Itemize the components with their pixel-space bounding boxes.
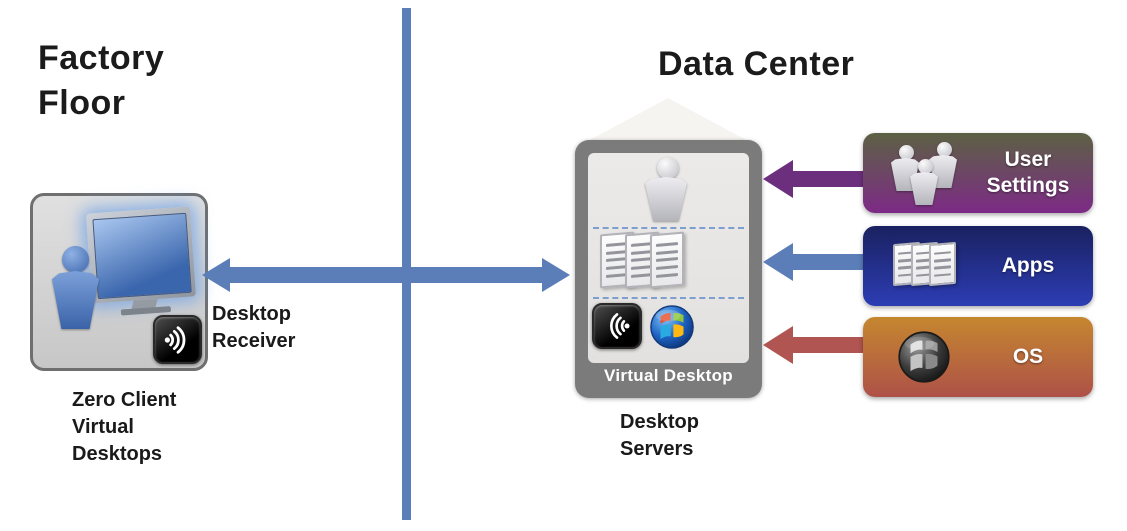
monitor-screen (92, 212, 192, 300)
document-icon (650, 231, 684, 289)
user-settings-box: User Settings (863, 133, 1093, 213)
windows-logo-icon (863, 317, 981, 397)
arrow-shaft (791, 171, 868, 187)
apps-box: Apps (863, 226, 1093, 306)
signal-waves-left-icon (610, 313, 630, 339)
users-group-icon (863, 133, 981, 213)
user-icon-body (645, 177, 687, 221)
document-icon (929, 241, 956, 287)
monitor-icon (85, 206, 197, 316)
arrow-shaft (791, 337, 868, 353)
virtual-desktop-label: Virtual Desktop (604, 366, 733, 385)
virtual-desktop-box: Virtual Desktop (575, 140, 762, 398)
layer-divider-top (593, 227, 744, 229)
apps-arrow (763, 243, 868, 281)
user-settings-arrow (763, 160, 868, 198)
arrow-shaft (791, 254, 868, 270)
virtual-desktop-panel (588, 153, 749, 363)
os-label: OS (1012, 345, 1044, 368)
user-settings-label: User Settings (986, 148, 1070, 197)
windows-logo-mono-icon (897, 330, 951, 389)
user-layer-icon (645, 157, 691, 221)
arrowhead-left (202, 258, 230, 292)
receiver-signal-icon (153, 315, 202, 364)
user-icon-head (657, 157, 679, 179)
arrowhead-left (763, 160, 793, 198)
desktop-servers-label: Desktop Servers (620, 411, 699, 460)
arrowhead-left (763, 326, 793, 364)
receiver-signal-icon (592, 303, 642, 349)
signal-waves-right-icon (164, 325, 185, 354)
apps-layer-icon (600, 231, 684, 289)
apps-label: Apps (1001, 254, 1055, 277)
documents-icon (863, 226, 981, 306)
os-box: OS (863, 317, 1093, 397)
user-icon (910, 159, 940, 205)
zero-client-box (30, 193, 208, 371)
factory-floor-title: Factory Floor (38, 39, 165, 122)
data-center-title: Data Center (658, 45, 855, 83)
layer-divider-bottom (593, 297, 744, 299)
zero-client-caption: Zero Client Virtual Desktops (72, 389, 177, 465)
arrowhead-right (542, 258, 570, 292)
zone-divider-line (402, 8, 411, 520)
arrowhead-left (763, 243, 793, 281)
user-icon (52, 246, 99, 329)
background-triangle (586, 98, 750, 142)
desktop-receiver-label: Desktop Receiver (212, 303, 296, 352)
os-arrow (763, 326, 868, 364)
windows-logo-icon (649, 304, 695, 350)
user-icon (929, 142, 959, 188)
documents-cluster (893, 241, 956, 287)
user-icon-body (52, 271, 99, 329)
arrow-shaft (228, 267, 544, 283)
client-server-connection-arrow (202, 258, 570, 292)
user-icon-head (62, 246, 89, 273)
